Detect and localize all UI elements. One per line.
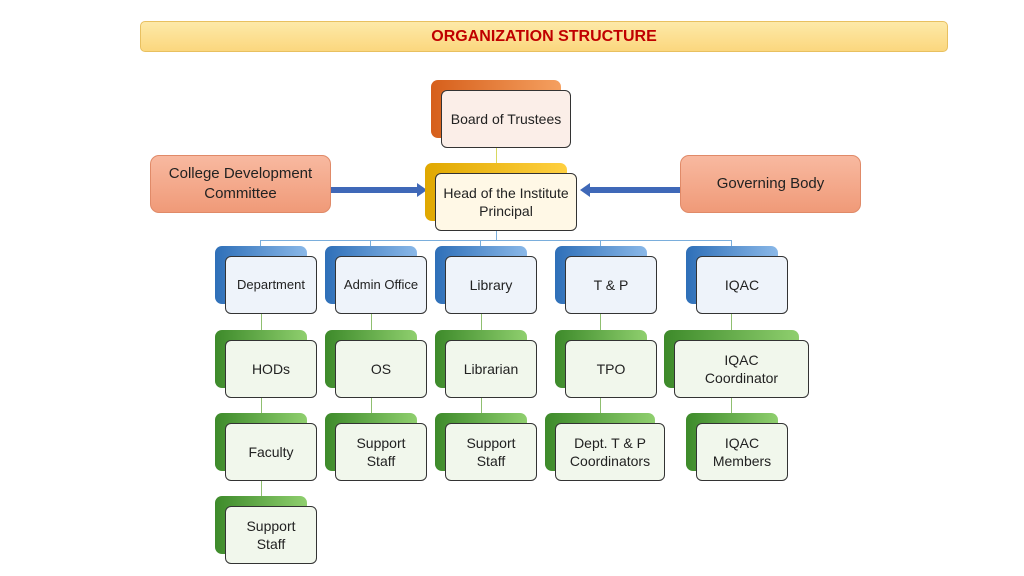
connector-iqac (731, 240, 732, 246)
node-label: Admin Office (335, 256, 427, 314)
node-faculty: Faculty (215, 413, 317, 481)
node-label: TPO (565, 340, 657, 398)
node-dept-tp-coordinators: Dept. T & P Coordinators (545, 413, 665, 481)
governing-body-box: Governing Body (680, 155, 861, 213)
node-label: Support Staff (445, 423, 537, 481)
connector-head-bus (496, 231, 497, 240)
connector-department (260, 240, 261, 246)
node-tpo: TPO (555, 330, 657, 398)
arrow-head-left-icon (580, 183, 590, 197)
node-department: Department (215, 246, 317, 314)
connector-board-head (496, 148, 497, 163)
node-iqac-coordinator: IQAC Coordinator (664, 330, 809, 398)
node-label: T & P (565, 256, 657, 314)
node-iqac: IQAC (686, 246, 788, 314)
node-label: IQAC (696, 256, 788, 314)
node-label: Library (445, 256, 537, 314)
node-t-and-p: T & P (555, 246, 657, 314)
connector-department-column (261, 314, 262, 496)
node-label: Support Staff (225, 506, 317, 564)
node-label: IQAC Coordinator (674, 340, 809, 398)
node-board-of-trustees: Board of Trustees (431, 80, 571, 148)
node-iqac-members: IQAC Members (686, 413, 788, 481)
node-head-principal: Head of the Institute Principal (425, 163, 577, 231)
college-development-committee-box: College Development Committee (150, 155, 331, 213)
node-admin-office: Admin Office (325, 246, 427, 314)
node-label: Board of Trustees (441, 90, 571, 148)
node-label: Department (225, 256, 317, 314)
node-library: Library (435, 246, 537, 314)
node-library-support-staff: Support Staff (435, 413, 537, 481)
arrow-left-icon (590, 187, 680, 193)
node-label: OS (335, 340, 427, 398)
node-department-support-staff: Support Staff (215, 496, 317, 564)
node-label: Librarian (445, 340, 537, 398)
node-os: OS (325, 330, 427, 398)
node-label: Support Staff (335, 423, 427, 481)
connector-bus (260, 240, 732, 241)
node-label: HODs (225, 340, 317, 398)
node-admin-support-staff: Support Staff (325, 413, 427, 481)
node-label: Head of the Institute Principal (435, 173, 577, 231)
diagram-title: ORGANIZATION STRUCTURE (140, 21, 948, 52)
node-label: IQAC Members (696, 423, 788, 481)
node-hods: HODs (215, 330, 317, 398)
connector-admin (370, 240, 371, 246)
arrow-right-icon (331, 187, 417, 193)
node-label: Faculty (225, 423, 317, 481)
connector-tp (600, 240, 601, 246)
node-librarian: Librarian (435, 330, 537, 398)
connector-library (480, 240, 481, 246)
arrow-head-right-icon (417, 183, 427, 197)
node-label: Dept. T & P Coordinators (555, 423, 665, 481)
